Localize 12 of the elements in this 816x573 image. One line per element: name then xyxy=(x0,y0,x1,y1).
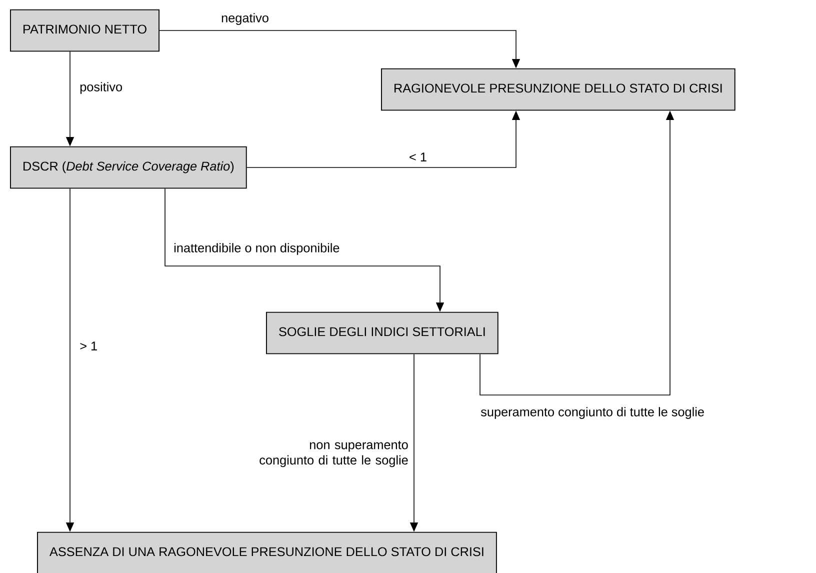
edge-label: negativo xyxy=(222,13,268,25)
edge-label: > 1 xyxy=(80,342,97,350)
process-box: SOGLIE DEGLI INDICI SETTORIALI xyxy=(266,312,498,354)
process-box: DSCR (Debt Service Coverage Ratio) xyxy=(10,146,247,189)
edge-label: < 1 xyxy=(410,152,426,162)
edge-label: non superamento congiunto di tutte le soglie xyxy=(260,440,408,468)
edge-label: positivo xyxy=(80,82,122,94)
edge-label: inattendibile o non disponibile xyxy=(174,243,340,255)
process-box: PATRIMONIO NETTO xyxy=(10,9,160,52)
process-box: RAGIONEVOLE PRESUNZIONE DELLO STATO DI CRISI xyxy=(381,68,736,111)
edge-label: superamento congiunto di tutte le soglie xyxy=(480,407,704,419)
process-box: ASSENZA DI UNA RAGONEVOLE PRESUNZIONE DELLO STATO DI CRISI xyxy=(37,532,497,573)
